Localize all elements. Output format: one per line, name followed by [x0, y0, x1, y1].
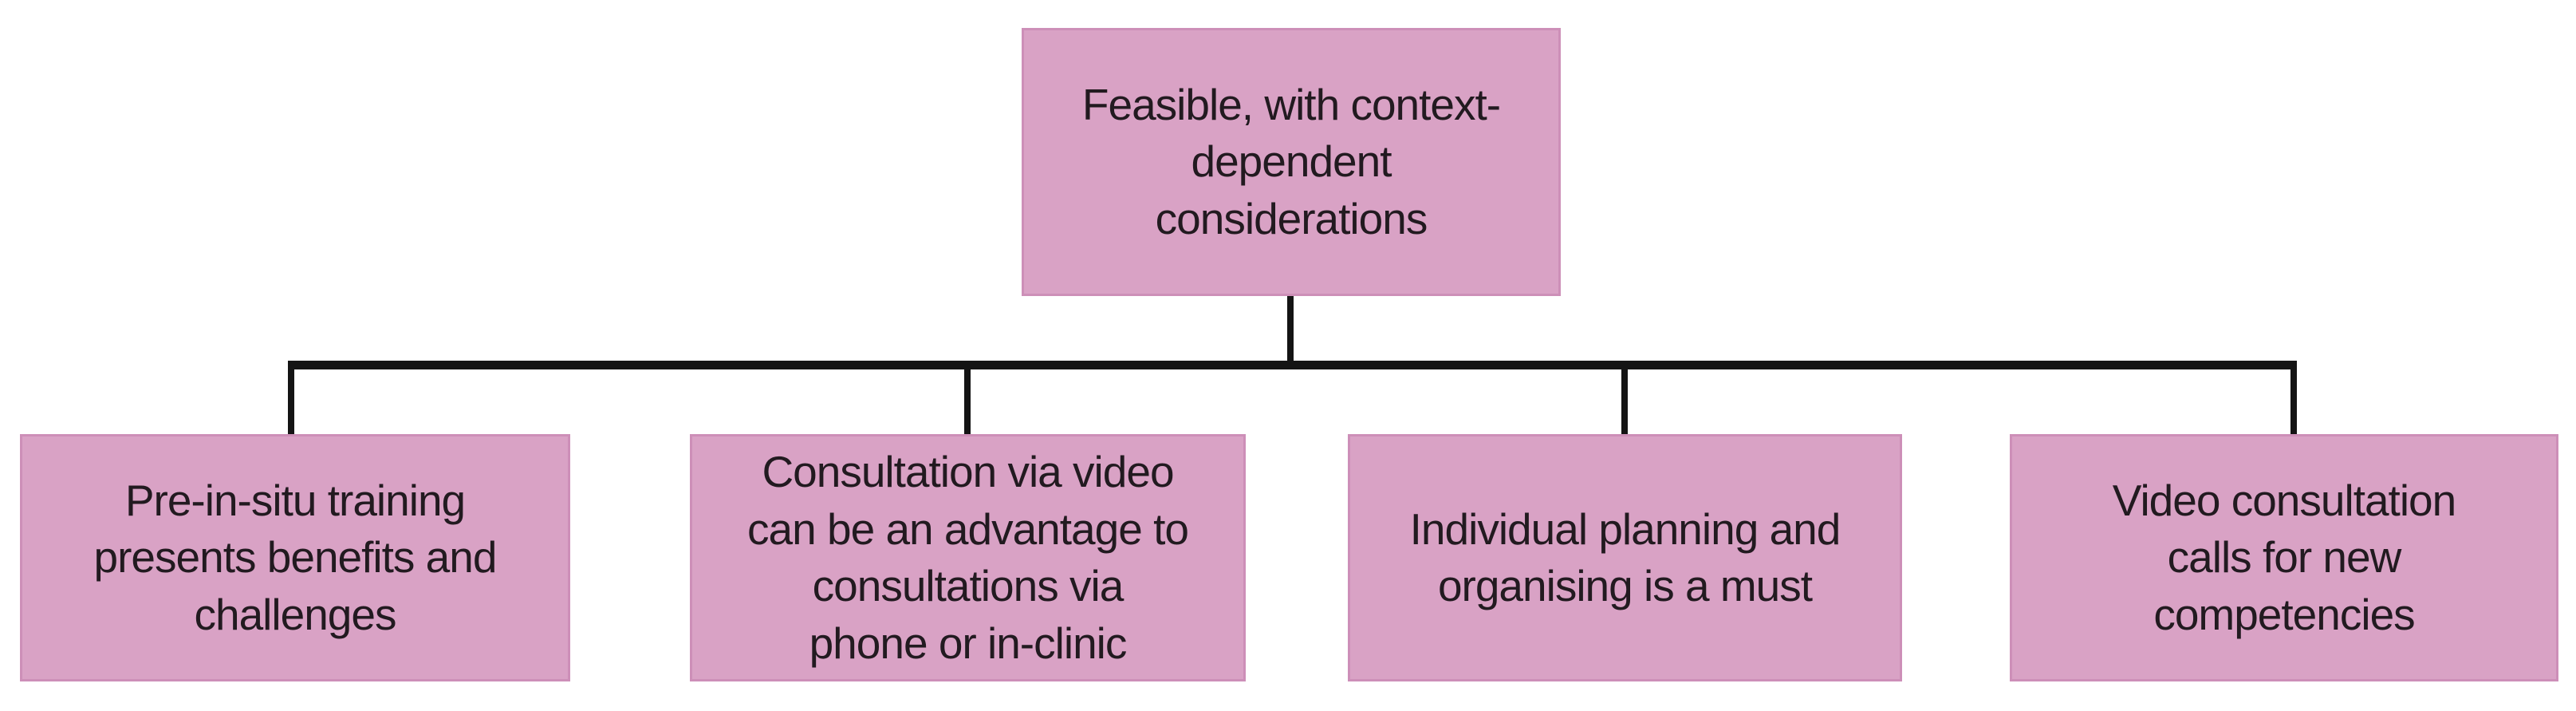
child-node-individual-planning: Individual planning and organising is a … [1348, 434, 1902, 681]
child-node-label: Video consultation calls for new compete… [2112, 475, 2456, 639]
child-node-label: Individual planning and organising is a … [1409, 504, 1841, 611]
child-node-consultation-via-video: Consultation via video can be an advanta… [690, 434, 1246, 681]
child-node-new-competencies: Video consultation calls for new compete… [2010, 434, 2558, 681]
connector-horizontal-bar [288, 361, 2297, 369]
child-node-label: Consultation via video can be an advanta… [747, 447, 1189, 668]
child-node-pre-in-situ-training: Pre-in-situ training presents benefits a… [20, 434, 570, 681]
root-node-label: Feasible, with context- dependent consid… [1081, 79, 1501, 243]
connector-drop-child-4 [2290, 361, 2297, 434]
connector-drop-child-2 [964, 361, 971, 434]
child-node-label: Pre-in-situ training presents benefits a… [93, 475, 498, 639]
connector-root-stem [1287, 296, 1294, 369]
connector-drop-child-3 [1621, 361, 1628, 434]
connector-drop-child-1 [288, 361, 294, 434]
root-node: Feasible, with context- dependent consid… [1022, 28, 1561, 296]
